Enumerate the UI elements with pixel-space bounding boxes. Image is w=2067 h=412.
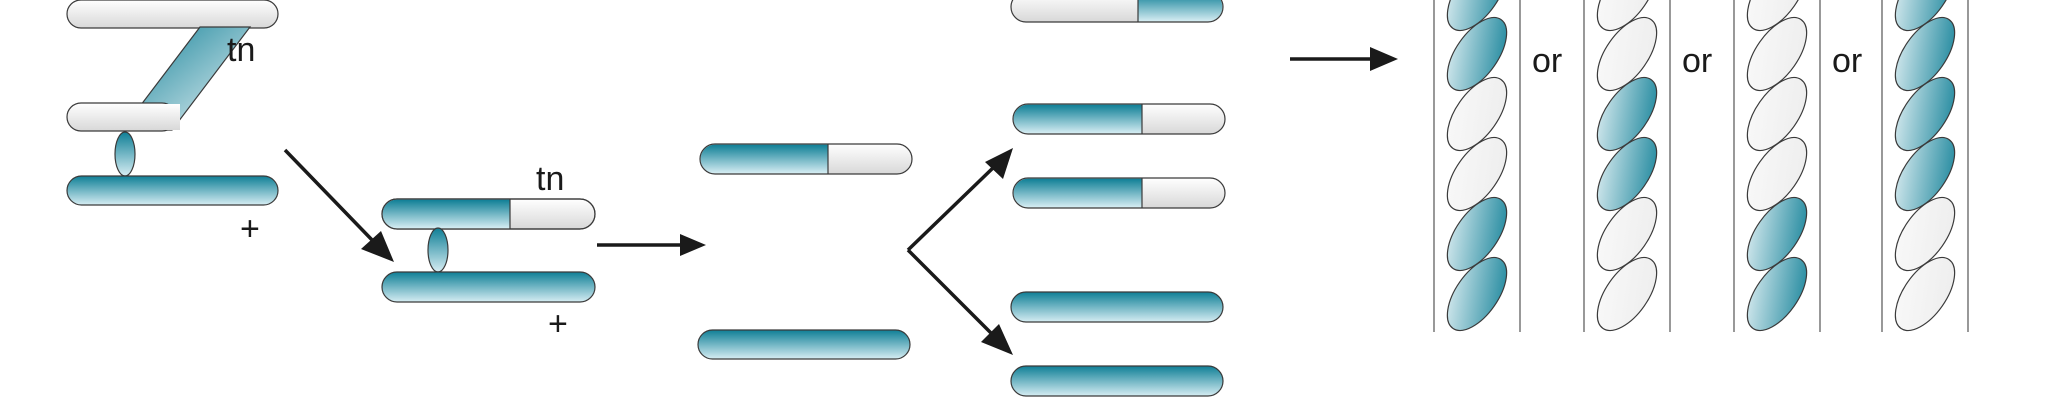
plus-label-2: + xyxy=(548,305,568,343)
product-teal-strand xyxy=(697,329,911,360)
or-label-2: or xyxy=(1682,42,1712,80)
or-label-3: or xyxy=(1832,42,1862,80)
synaptic-complex-2 xyxy=(427,227,449,273)
arrow-3 xyxy=(1290,47,1398,71)
helix-1 xyxy=(1433,0,1521,332)
daughter-strand-1 xyxy=(1010,0,1224,23)
daughter-strand-2 xyxy=(1012,103,1226,135)
helix-4 xyxy=(1881,0,1969,332)
cointegrate-top-teal xyxy=(382,199,510,229)
donor-strand-top xyxy=(66,0,279,29)
stage-1-donor-recipient: tn + xyxy=(66,0,279,248)
arrow-2 xyxy=(597,234,706,256)
stage-4-daughters xyxy=(1010,0,1226,397)
daughter-strand-4 xyxy=(1010,291,1224,323)
tn-label-1: tn xyxy=(227,31,255,69)
plus-label-1: + xyxy=(240,210,260,248)
arrow-1 xyxy=(283,148,394,262)
product-hybrid-strand xyxy=(699,143,913,175)
stage-2-cointegrate: tn + xyxy=(381,160,596,343)
branch-arrows xyxy=(906,148,1013,355)
recipient-strand xyxy=(66,175,279,206)
daughter-strand-5 xyxy=(1010,365,1224,397)
daughter-strand-3 xyxy=(1012,177,1226,209)
donor-strand-bottom-join xyxy=(150,104,180,130)
tn-label-2: tn xyxy=(536,160,564,198)
or-label-1: or xyxy=(1532,42,1562,80)
stage-3-products xyxy=(697,143,913,360)
synaptic-complex xyxy=(114,131,136,177)
helix-2 xyxy=(1583,0,1671,332)
cointegrate-bottom-strand xyxy=(381,271,596,303)
stage-5-helices: or or or xyxy=(1433,0,1969,332)
helix-3 xyxy=(1733,0,1821,332)
